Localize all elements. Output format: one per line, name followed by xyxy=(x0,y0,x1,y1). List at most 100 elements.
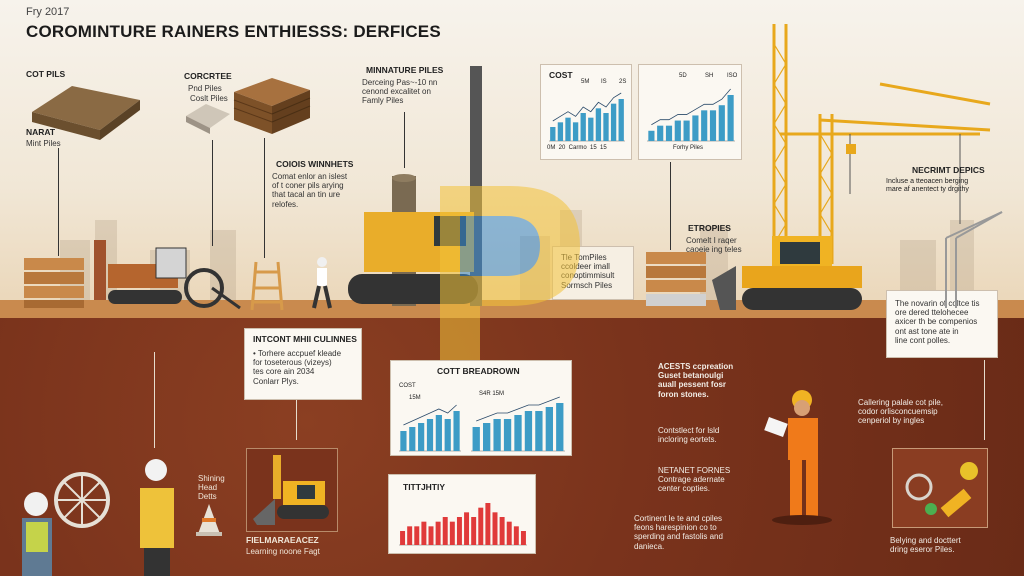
cost-chart-1-tick-b: IS xyxy=(601,79,607,85)
necrimt-title: NECRIMT DEPICS xyxy=(912,165,985,175)
chart-bar xyxy=(409,427,416,451)
chart-bar xyxy=(428,526,434,545)
chart-bar xyxy=(435,521,441,545)
connector-line xyxy=(984,360,985,440)
watermark-logo xyxy=(440,186,580,366)
cost-chart-1 xyxy=(549,92,625,142)
intcont-body: • Torhere accpuef kleade for toseterous … xyxy=(253,349,342,386)
cost-chart-2-tick-b: SH xyxy=(705,73,714,79)
cost-chart-1-tick-a: 5M xyxy=(581,79,590,85)
chart-trend-line xyxy=(651,88,731,126)
chart-bar xyxy=(524,411,533,451)
cost-chart-2-tick-a: 5D xyxy=(679,73,687,79)
miniature-piles-body: Derceing Pas~-10 nn cenond excalitet on … xyxy=(362,78,438,106)
concrete-piles-icon xyxy=(186,104,230,134)
connector-line xyxy=(154,352,155,448)
chart-bar xyxy=(556,403,564,451)
chart-bar xyxy=(464,512,470,545)
shining-text: Shining Head Detts xyxy=(198,474,225,502)
chart-bar xyxy=(456,517,462,545)
connector-line xyxy=(296,400,297,440)
red-chart-card: TITTJHTIY xyxy=(388,474,536,554)
cost-chart-card-1: COST 5M IS 2S 0M 20 Carmo 15 15 xyxy=(540,64,632,160)
chart-bar xyxy=(550,127,556,141)
chart-bar xyxy=(610,103,617,141)
novel-card: The novarin of coltce tis ore dered ttel… xyxy=(886,290,998,358)
page-title: COROMINTURE RAINERS ENTHIESSS: DERFICES xyxy=(26,22,441,41)
mini-excavator-icon xyxy=(253,455,329,525)
chart-bar xyxy=(572,122,579,141)
chart-bar xyxy=(400,431,407,451)
field-body: Learning noone Fagt xyxy=(246,547,320,556)
chart-bar xyxy=(701,110,708,141)
chart-bar xyxy=(520,531,526,545)
chart-bar xyxy=(485,503,491,545)
surveyor-worker-illustration xyxy=(140,459,174,576)
colors-body: Comat enlor an islest of t coner pils ar… xyxy=(272,172,348,209)
date-label: Fry 2017 xyxy=(26,6,70,18)
tools-icon xyxy=(905,462,978,518)
red-chart-title: TITTJHTIY xyxy=(403,482,446,492)
connector-line xyxy=(404,112,405,168)
chart-bar xyxy=(492,512,498,545)
pile-driving-rig-left xyxy=(94,240,241,310)
cost-chart-1-title: COST xyxy=(549,70,573,80)
chart-bar xyxy=(692,115,699,141)
connector-line xyxy=(58,148,59,256)
scaffold-ladder xyxy=(250,261,284,311)
intcont-title: INTCONT MHII CULINNES xyxy=(253,334,357,344)
chart-bar xyxy=(421,521,427,545)
cost-chart-2-tick-c: ISO xyxy=(727,73,738,79)
construction-worker-illustration xyxy=(764,390,832,525)
bulldozer-right xyxy=(712,236,862,310)
chart-bar xyxy=(435,415,442,451)
wheel-worker-illustration xyxy=(22,472,110,576)
wood-plank-stack-icon xyxy=(233,78,311,134)
chart-bar xyxy=(478,507,484,545)
chart-bar xyxy=(595,108,602,141)
cost-breakdown-cost-label: COST xyxy=(399,383,416,389)
cost-chart-1-footer: 0M 20 Carmo 15 15 xyxy=(547,145,607,151)
chart-bar xyxy=(618,99,624,141)
cost-chart-2 xyxy=(647,88,735,142)
belying-text: Belying and docttert dring eseror Piles. xyxy=(890,536,961,555)
chart-bar xyxy=(514,415,522,451)
chart-bar xyxy=(506,521,512,545)
chart-bar xyxy=(472,427,480,451)
etropies-body: Comelt I raqer caoeie ing teles xyxy=(686,236,742,255)
chart-bar xyxy=(648,130,655,141)
tower-crane-illustration xyxy=(772,24,991,265)
connector-line xyxy=(670,162,671,250)
chart-trend-line xyxy=(552,92,622,122)
chart-bar xyxy=(400,531,406,545)
cost-chart-1-tick-c: 2S xyxy=(619,79,627,85)
necrimt-body: Incluse a tteoacen berging mare af anent… xyxy=(886,178,969,194)
novel-text: The novarin of coltce tis ore dered ttel… xyxy=(895,299,980,345)
chart-trend-line xyxy=(403,404,457,426)
narat-label: NARAT xyxy=(26,127,56,137)
connector-line xyxy=(264,138,265,258)
connector-line xyxy=(212,140,213,246)
field-title: FIELMARAEACEZ xyxy=(246,535,319,545)
concrete-sub2: Coslt Piles xyxy=(190,94,228,103)
mini-excavator-card xyxy=(246,448,338,532)
chart-bar xyxy=(418,423,425,451)
cost-chart-2-footer: Forhy Piles xyxy=(673,145,704,151)
etropies-title: ETROPIES xyxy=(688,223,731,233)
mini-piles-label: Mint Piles xyxy=(26,139,61,148)
tools-card xyxy=(892,448,988,528)
small-crane-right xyxy=(945,211,1003,308)
timber-stack-icon xyxy=(32,86,140,140)
chart-bar xyxy=(503,419,512,451)
chart-bar xyxy=(665,125,673,141)
chart-bar xyxy=(449,521,455,545)
chart-bar xyxy=(565,117,571,141)
contested-text: Contstlect for lsld incloring eortets. xyxy=(658,426,720,445)
chart-bar xyxy=(657,125,664,141)
chart-bar xyxy=(513,526,519,545)
red-bar-chart xyxy=(399,503,527,546)
cot-pils-label: COT PILS xyxy=(26,69,66,79)
intcont-card: INTCONT MHII CULINNES • Torhere accpuef … xyxy=(244,328,362,400)
cost-breakdown-tick-a: 15M xyxy=(409,395,421,401)
chart-bar xyxy=(499,517,505,545)
